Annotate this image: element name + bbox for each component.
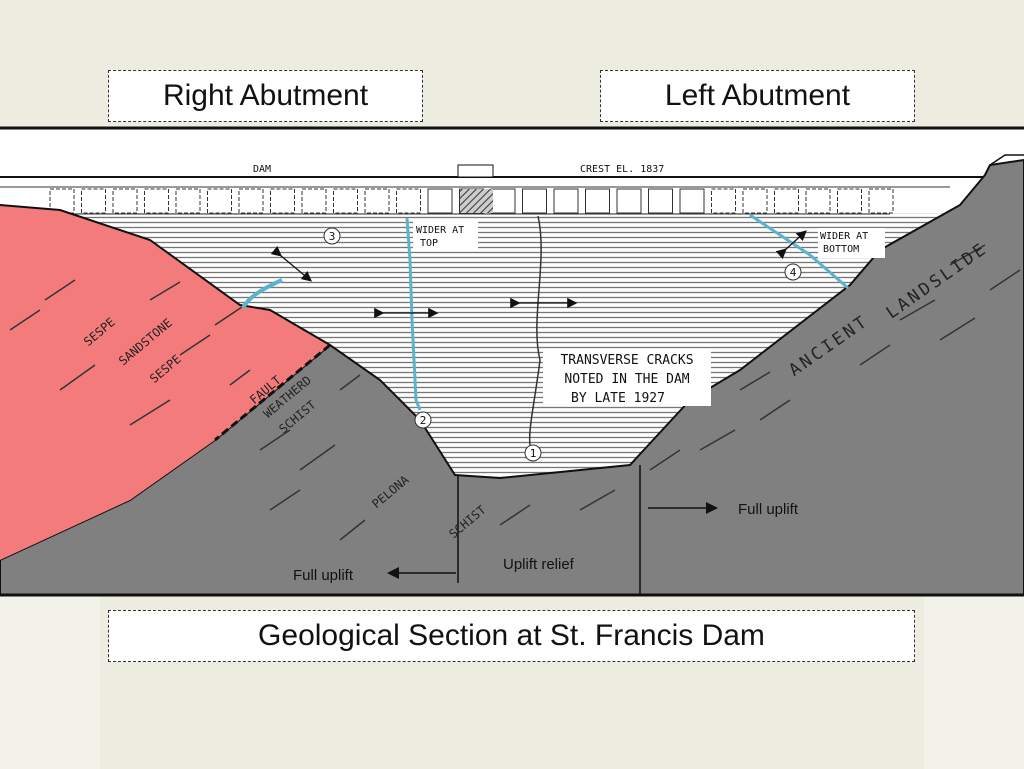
left-abutment-label: Left Abutment xyxy=(600,70,915,122)
wider-at-bottom-label-1: WIDER AT xyxy=(820,231,868,242)
crack-3 xyxy=(241,278,283,310)
crack-number-2: 2 xyxy=(420,414,427,427)
wider-at-top-label-2: TOP xyxy=(420,238,438,249)
crack-4 xyxy=(749,213,849,290)
parapet-block xyxy=(616,188,642,214)
full-uplift-right-label: Full uplift xyxy=(738,501,799,518)
parapet-block xyxy=(837,188,862,214)
parapet-block xyxy=(585,188,610,214)
bedding-dashes xyxy=(9,244,1021,541)
full-uplift-left-label: Full uplift xyxy=(293,567,354,584)
right-margin-strip xyxy=(924,596,1024,769)
uplift-relief-label: Uplift relief xyxy=(503,556,575,573)
movement-arrows xyxy=(270,230,807,319)
pelona-schist-rock xyxy=(0,158,1024,596)
parapet-block xyxy=(868,188,894,214)
parapet-block xyxy=(679,188,705,214)
parapet-block xyxy=(333,188,358,214)
parapet-block xyxy=(144,188,169,214)
fault-line xyxy=(214,343,331,442)
right-abutment-label: Right Abutment xyxy=(108,70,423,122)
parapet-block xyxy=(175,188,201,214)
parapet-block xyxy=(427,188,453,214)
parapet-block xyxy=(774,188,799,214)
crack-2 xyxy=(405,217,422,411)
wider-at-bottom-label-2: BOTTOM xyxy=(823,244,859,255)
parapet-block xyxy=(522,188,547,214)
crack-number-markers: 1 2 3 4 xyxy=(323,227,802,462)
dam-label: DAM xyxy=(253,164,271,175)
hatched-block xyxy=(460,189,493,213)
parapet-block xyxy=(301,188,327,214)
parapet-block xyxy=(553,188,579,214)
cracks-note-line-1: TRANSVERSE CRACKS xyxy=(560,353,693,368)
crest-elevation-label: CREST EL. 1837 xyxy=(580,164,664,175)
parapet-block xyxy=(490,188,516,214)
left-crest-edge xyxy=(989,154,1024,166)
parapet-block xyxy=(238,188,264,214)
parapet-block xyxy=(711,188,736,214)
parapet-block xyxy=(742,188,768,214)
parapet-block xyxy=(207,188,232,214)
crack-1 xyxy=(528,215,542,446)
parapet-block xyxy=(805,188,831,214)
spillway-box xyxy=(457,164,494,178)
parapet-block xyxy=(648,188,673,214)
left-margin-strip xyxy=(0,596,100,769)
parapet-block xyxy=(396,188,421,214)
wider-at-top-label-1: WIDER AT xyxy=(416,225,464,236)
crack-number-1: 1 xyxy=(530,447,537,460)
sespe-sandstone-rock xyxy=(0,205,330,560)
parapet-block xyxy=(81,188,106,214)
crack-number-3: 3 xyxy=(329,230,336,243)
parapet-block xyxy=(270,188,295,214)
cracks-note-line-2: NOTED IN THE DAM xyxy=(564,372,689,387)
crack-number-4: 4 xyxy=(790,266,797,279)
parapet-block xyxy=(364,188,390,214)
cracks-note-line-3: BY LATE 1927 xyxy=(571,391,665,406)
right-abutment-profile xyxy=(0,204,331,346)
caption: Geological Section at St. Francis Dam xyxy=(108,610,915,662)
parapet-block xyxy=(112,188,138,214)
